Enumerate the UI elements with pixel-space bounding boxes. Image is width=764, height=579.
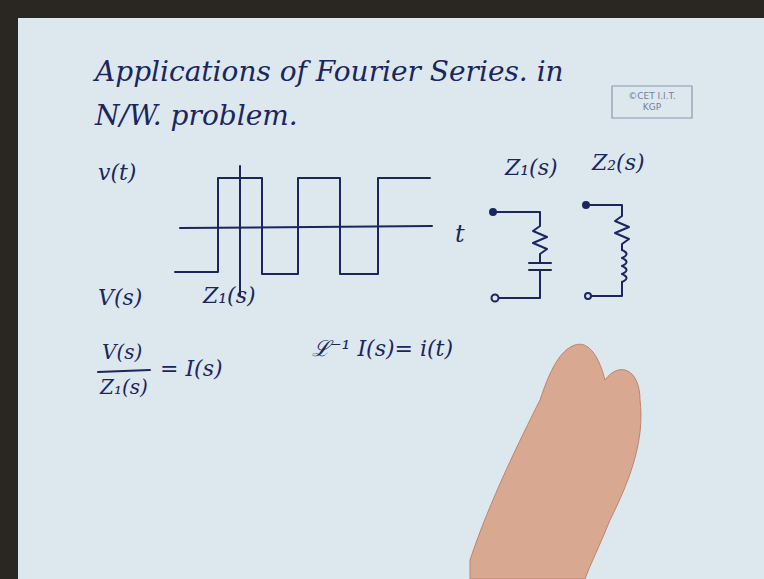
page-title: Applications of Fourier Series. in N/W. … — [95, 50, 565, 138]
fraction-denominator: Z₁(s) — [100, 375, 148, 399]
impedance-label: Z₁(s) — [505, 155, 558, 180]
watermark-frame — [612, 86, 692, 118]
amplitude-axis — [239, 166, 241, 296]
impedance-label: Z₂(s) — [592, 150, 645, 175]
square-wave — [175, 178, 430, 274]
impedance-label: Z₁(s) — [203, 283, 256, 308]
fraction-numerator: V(s) — [102, 340, 142, 364]
watermark: ©CET I.I.T. KGP — [625, 91, 679, 113]
signal-name: v(t) — [98, 160, 136, 185]
equation: ℒ⁻¹ I(s)= i(t) — [312, 332, 453, 362]
equation: = I(s) — [160, 356, 223, 381]
axis-label: t — [455, 220, 465, 248]
rc-circuit — [490, 209, 551, 302]
rl-circuit — [583, 202, 629, 299]
transform-label: V(s) — [98, 285, 142, 310]
fraction-bar — [98, 370, 150, 372]
presenter-hand — [470, 344, 641, 579]
